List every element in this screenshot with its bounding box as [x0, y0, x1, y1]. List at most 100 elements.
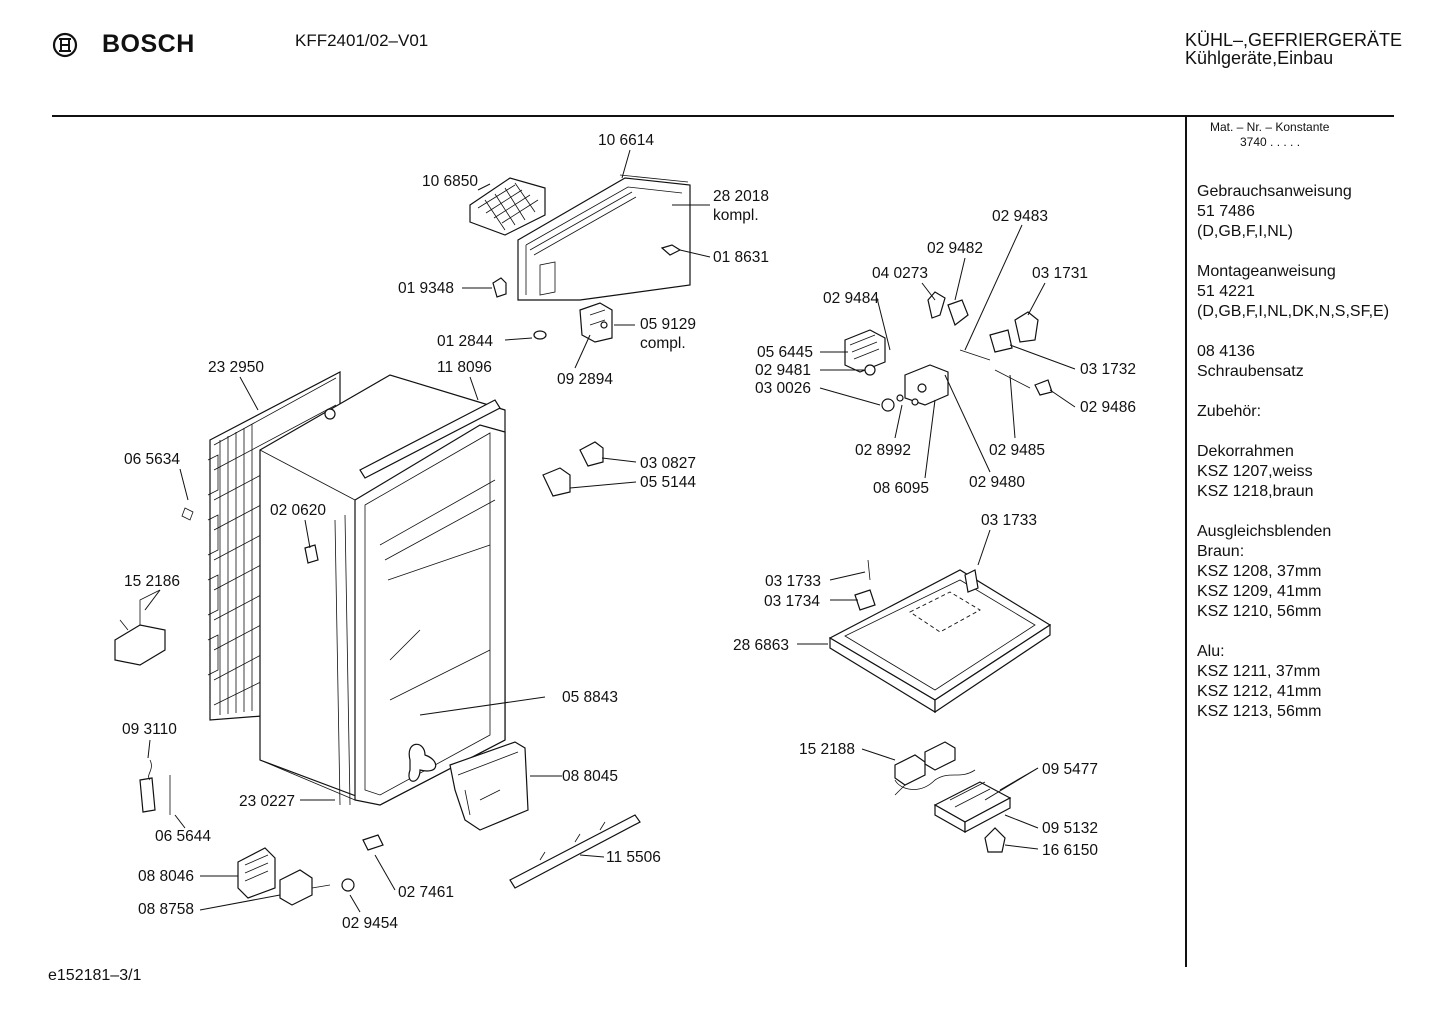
- part-label: 09 5477: [1042, 761, 1098, 778]
- part-label: 01 2844: [437, 333, 493, 350]
- info-line: 51 7486: [1197, 203, 1255, 220]
- info-block-panels-brown: Ausgleichsblenden Braun: KSZ 1208, 37mm …: [1197, 522, 1432, 622]
- part-label: 02 0620: [270, 502, 326, 519]
- info-line: 51 4221: [1197, 283, 1255, 300]
- part-label: 04 0273: [872, 265, 928, 282]
- part-label: 09 5132: [1042, 820, 1098, 837]
- info-block-screws: 08 4136 Schraubensatz: [1197, 342, 1432, 382]
- part-label: 02 9486: [1080, 399, 1136, 416]
- exploded-diagram: 10 6614 10 6850 28 2018 kompl. 01 8631 0…: [114, 132, 1136, 932]
- part-label: 23 2950: [208, 359, 264, 376]
- part-label: 02 8992: [855, 442, 911, 459]
- part-label: 02 9482: [927, 240, 983, 257]
- info-block-installation: Montageanweisung 51 4221 (D,GB,F,I,NL,DK…: [1197, 262, 1432, 322]
- info-block-accessories: Zubehör:: [1197, 402, 1432, 422]
- part-label: 06 5634: [124, 451, 180, 468]
- part-label: 02 9480: [969, 474, 1025, 491]
- part-label: 09 3110: [122, 721, 177, 738]
- category-title: KÜHL–,GEFRIERGERÄTE: [1185, 30, 1403, 50]
- part-label: 05 9129: [640, 316, 696, 333]
- part-label: 03 1731: [1032, 265, 1088, 282]
- info-block-frame: Dekorrahmen KSZ 1207,weiss KSZ 1218,brau…: [1197, 442, 1432, 502]
- info-block-panels-alu: Alu: KSZ 1211, 37mm KSZ 1212, 41mm KSZ 1…: [1197, 642, 1432, 722]
- sidebar-divider: [1185, 117, 1187, 967]
- fan-blade: [408, 743, 437, 782]
- info-line: Alu:: [1197, 643, 1225, 660]
- mat-nr-value: 3740 . . . . .: [1240, 135, 1301, 149]
- part-label: 23 0227: [239, 793, 295, 810]
- drawing-id: e152181–3/1: [48, 967, 142, 984]
- info-line: KSZ 1218,braun: [1197, 483, 1314, 500]
- lamp-cover: [933, 781, 1012, 853]
- part-label: 02 9483: [992, 208, 1048, 225]
- part-label: 05 8843: [562, 689, 618, 706]
- thermostat-sensor: [139, 759, 384, 906]
- leader-lines: [144, 149, 1076, 913]
- info-line: KSZ 1211, 37mm: [1197, 663, 1321, 680]
- cabinet-body: [259, 374, 506, 806]
- part-label: 15 2188: [799, 741, 855, 758]
- info-line: Braun:: [1197, 543, 1245, 560]
- info-line: KSZ 1208, 37mm: [1197, 563, 1322, 580]
- part-label: 08 8758: [138, 901, 194, 918]
- info-line: KSZ 1210, 56mm: [1197, 603, 1322, 620]
- category-subtitle: Kühlgeräte,Einbau: [1185, 48, 1334, 68]
- info-line: (D,GB,F,I,NL,DK,N,S,SF,E): [1197, 303, 1390, 320]
- part-label: 03 1733: [981, 512, 1037, 529]
- part-label: compl.: [640, 335, 686, 352]
- part-label: 08 6095: [873, 480, 929, 497]
- part-label: 03 1733: [765, 573, 821, 590]
- info-block-manual: Gebrauchsanweisung 51 7486 (D,GB,F,I,NL): [1197, 182, 1432, 242]
- info-line: KSZ 1212, 41mm: [1197, 683, 1322, 700]
- door-hinge-small: [492, 244, 682, 340]
- info-line: KSZ 1209, 41mm: [1197, 583, 1322, 600]
- wire-connector: [114, 507, 194, 666]
- thermostat-knob-assembly: [844, 291, 1053, 412]
- wiring-harness: [894, 741, 976, 796]
- brackets: [542, 441, 604, 497]
- part-label: 03 0827: [640, 455, 696, 472]
- part-label: kompl.: [713, 207, 759, 224]
- sidebar-info: Gebrauchsanweisung 51 7486 (D,GB,F,I,NL)…: [1197, 182, 1432, 722]
- part-label: 11 8096: [437, 359, 492, 376]
- info-line: Dekorrahmen: [1197, 443, 1294, 460]
- header-divider: [52, 115, 1394, 117]
- info-line: Zubehör:: [1197, 403, 1262, 420]
- part-label: 01 9348: [398, 280, 454, 297]
- part-label: 10 6850: [422, 173, 478, 190]
- part-label: 08 8045: [562, 768, 618, 785]
- part-label: 02 9481: [755, 362, 811, 379]
- info-line: Gebrauchsanweisung: [1197, 183, 1352, 200]
- part-label: 03 1732: [1080, 361, 1136, 378]
- part-label: 11 5506: [606, 849, 661, 866]
- part-label: 05 5144: [640, 474, 696, 491]
- part-label: 03 1734: [764, 593, 820, 610]
- freezer-door: [517, 174, 691, 301]
- part-label: 28 2018: [713, 188, 769, 205]
- info-line: 08 4136: [1197, 343, 1255, 360]
- model-number: KFF2401/02–V01: [295, 31, 429, 50]
- part-label: 02 9484: [823, 290, 879, 307]
- brand-name: BOSCH: [102, 30, 195, 58]
- info-line: Montageanweisung: [1197, 263, 1336, 280]
- part-label: 09 2894: [557, 371, 613, 388]
- part-label: 15 2186: [124, 573, 180, 590]
- info-line: KSZ 1213, 56mm: [1197, 703, 1322, 720]
- part-label: 06 5644: [155, 828, 211, 845]
- part-label: 16 6150: [1042, 842, 1098, 859]
- part-label: 03 0026: [755, 380, 811, 397]
- part-label: 02 9454: [342, 915, 398, 932]
- info-line: KSZ 1207,weiss: [1197, 463, 1313, 480]
- part-label: 28 6863: [733, 637, 789, 654]
- ice-tray: [469, 177, 546, 236]
- info-line: (D,GB,F,I,NL): [1197, 223, 1294, 240]
- part-label: 08 8046: [138, 868, 194, 885]
- part-label: 01 8631: [713, 249, 769, 266]
- door-rail: [509, 814, 641, 889]
- part-label: 10 6614: [598, 132, 654, 149]
- part-label: 02 9485: [989, 442, 1045, 459]
- light-housing: [449, 741, 529, 831]
- info-line: Schraubensatz: [1197, 363, 1304, 380]
- glass-shelf: [828, 559, 1052, 714]
- info-line: Ausgleichsblenden: [1197, 523, 1332, 540]
